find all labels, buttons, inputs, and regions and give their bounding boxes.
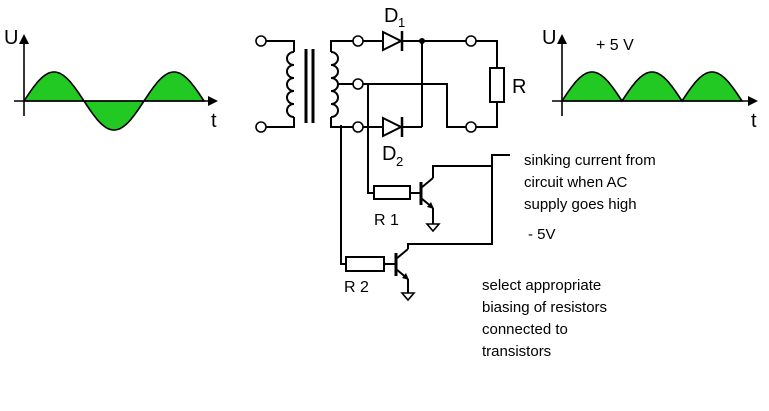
- sinking-note-line-2: circuit when AC: [524, 174, 628, 191]
- diode-d1-symbol: [382, 30, 404, 52]
- secondary-lead-top: [330, 40, 353, 52]
- diode-d1-subscript: 1: [398, 15, 405, 30]
- bias-note-line-2: biasing of resistors: [482, 299, 607, 316]
- input-waveform-graph: U t: [4, 27, 218, 132]
- input-terminal-top: [255, 35, 267, 47]
- transistor-1-collector-wire: [432, 154, 510, 178]
- transistor-section: R 1 R 2: [340, 84, 510, 302]
- bias-note-line-1: select appropriate: [482, 277, 601, 294]
- output-terminal-bottom: [465, 121, 477, 133]
- secondary-lead-bottom: [330, 117, 353, 128]
- secondary-terminal-center: [352, 78, 364, 90]
- secondary-terminal-bottom: [352, 121, 364, 133]
- load-resistor-label: R: [512, 76, 526, 98]
- wire-return-to-output: [422, 83, 466, 128]
- diode-d2-symbol: [382, 116, 404, 138]
- output-time-axis-arrow: [748, 96, 758, 106]
- transformer: [255, 35, 364, 133]
- resistor-r2: [345, 256, 385, 272]
- wire-to-r2: [340, 125, 346, 265]
- resistor-r1: [373, 185, 411, 200]
- transistor-1-emitter-arrow: [427, 202, 434, 209]
- transistor-2-collector: [395, 248, 409, 260]
- primary-lead-bottom: [266, 117, 295, 128]
- primary-coil: [286, 51, 295, 118]
- input-voltage-axis-arrow: [19, 34, 29, 44]
- output-terminal-top: [465, 35, 477, 47]
- output-rectified-wave: [560, 71, 744, 103]
- output-voltage-axis-label: U: [542, 27, 556, 49]
- transistor-1-collector: [420, 177, 434, 189]
- diode-d2-label: D: [382, 143, 396, 165]
- output-waveform-graph: U t + 5 V: [542, 27, 758, 132]
- rectifier-section: R D 1 D 2: [363, 5, 526, 169]
- secondary-terminal-top: [352, 35, 364, 47]
- output-voltage-label: + 5 V: [596, 37, 634, 54]
- bias-note-line-3: connected to: [482, 321, 568, 338]
- ground-1-icon: [425, 223, 441, 233]
- diode-d1-label: D: [384, 5, 398, 27]
- sinking-note-line-1: sinking current from: [524, 152, 656, 169]
- output-time-axis-label: t: [751, 110, 757, 132]
- sinking-note-line-3: supply goes high: [524, 196, 637, 213]
- diode-d2-subscript: 2: [396, 154, 403, 169]
- transistor-2-emitter-arrow: [402, 273, 409, 280]
- resistor-r1-label: R 1: [374, 212, 399, 229]
- bias-note-line-4: transistors: [482, 343, 551, 360]
- wire-to-r1: [367, 84, 374, 194]
- input-terminal-bottom: [255, 121, 267, 133]
- transistor-2-collector-wire: [407, 166, 493, 249]
- minus-voltage-label: - 5V: [528, 226, 556, 243]
- load-resistor: [489, 67, 505, 103]
- input-time-axis-arrow: [208, 96, 218, 106]
- annotations: sinking current from circuit when AC sup…: [482, 152, 656, 360]
- primary-lead-top: [266, 40, 295, 52]
- secondary-coil: [330, 51, 339, 118]
- output-voltage-axis-arrow: [557, 34, 567, 44]
- ground-2-icon: [400, 292, 416, 302]
- wire-load-top: [476, 40, 498, 68]
- input-time-axis-label: t: [211, 110, 217, 132]
- input-voltage-axis-label: U: [4, 27, 18, 49]
- resistor-r2-label: R 2: [344, 279, 369, 296]
- wire-load-bottom: [476, 102, 498, 128]
